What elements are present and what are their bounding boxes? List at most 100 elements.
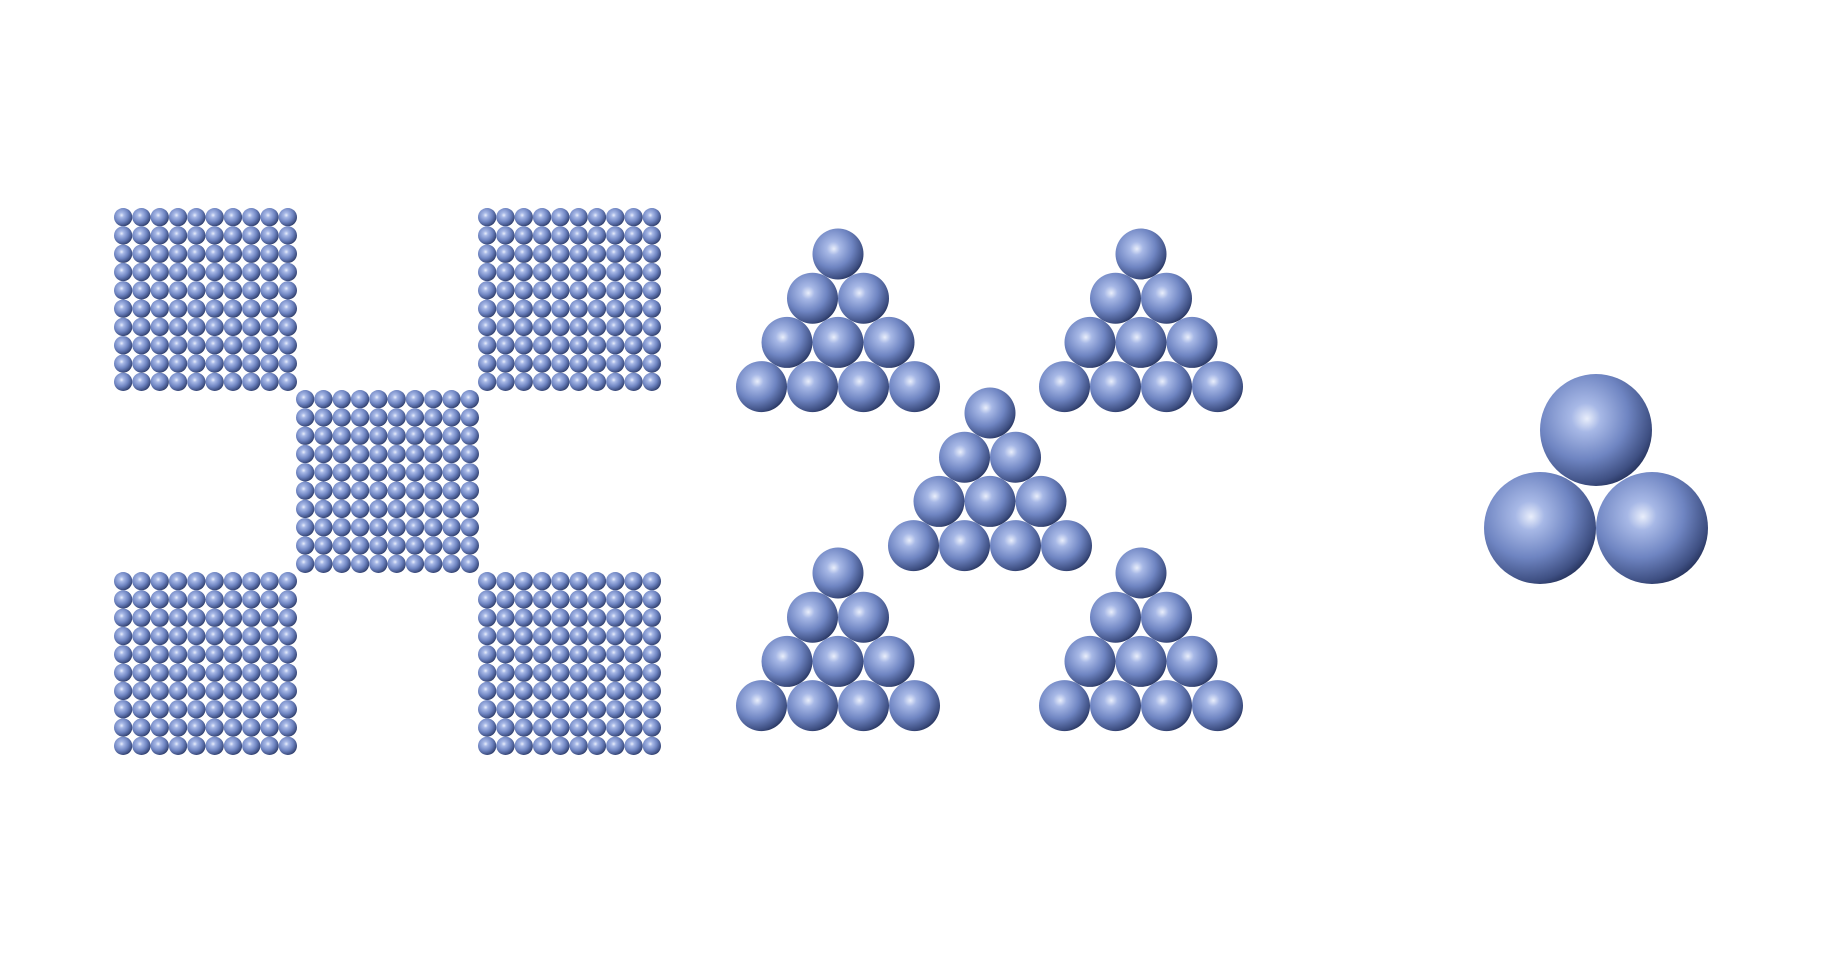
medium-sphere [1090,361,1141,413]
small-sphere [587,281,607,300]
small-sphere [132,700,151,719]
small-sphere [587,208,607,227]
small-sphere [132,572,151,591]
small-sphere [223,244,243,263]
medium-sphere [761,316,813,368]
small-sphere [405,426,425,445]
small-sphere [150,299,169,318]
small-sphere [496,208,515,227]
small-sphere [332,426,351,445]
small-sphere [150,317,169,337]
small-sphere [514,572,533,591]
small-sphere [187,299,206,318]
small-sphere [624,645,643,664]
small-sphere [150,244,169,263]
small-sphere [496,663,515,682]
small-sphere [260,281,279,300]
small-sphere [569,718,588,737]
small-sphere [168,281,188,300]
small-sphere [187,354,206,373]
small-sphere [223,700,243,719]
small-sphere [350,499,370,519]
small-sphere [606,372,625,391]
small-sphere [314,444,333,464]
small-sphere [387,390,406,409]
small-sphere [569,736,588,755]
medium-sphere [787,361,838,413]
small-sphere [114,354,133,373]
small-sphere [587,681,607,701]
small-sphere [514,736,533,755]
small-sphere [205,718,224,737]
small-sphere [569,317,588,337]
medium-sphere [1064,635,1116,687]
small-sphere [551,317,570,337]
small-sphere [405,390,425,409]
small-sphere [587,663,607,682]
small-sphere [478,317,497,337]
small-sphere [296,554,315,573]
small-sphere [442,536,461,555]
small-sphere [114,645,133,664]
small-sphere [496,700,515,719]
small-sphere [514,317,533,337]
small-sphere [150,608,169,627]
small-sphere [642,663,661,682]
small-sphere [296,463,315,482]
small-sphere [350,536,370,555]
small-sphere [551,736,570,755]
small-sphere [132,718,151,737]
small-sphere [114,718,133,737]
large-sphere [1596,472,1708,584]
small-sphere [532,663,552,682]
small-sphere [114,299,133,318]
medium-sphere [1192,361,1243,413]
small-sphere [569,244,588,263]
small-sphere [150,700,169,719]
medium-sphere [1090,591,1141,643]
small-sphere [332,518,351,537]
medium-sphere [736,680,787,732]
small-sphere [150,645,169,664]
small-sphere [150,572,169,591]
small-sphere [205,736,224,755]
small-sphere [114,372,133,391]
small-sphere [569,262,588,282]
small-sphere [442,554,461,573]
small-sphere [405,463,425,482]
small-sphere [242,736,261,755]
small-sphere [168,736,188,755]
small-sphere [496,718,515,737]
small-sphere [242,590,261,609]
small-sphere [187,700,206,719]
small-sphere [624,681,643,701]
small-sphere [514,718,533,737]
small-sphere [350,518,370,537]
small-sphere [278,572,297,591]
small-sphere [168,299,188,318]
small-sphere [350,426,370,445]
small-sphere [168,226,188,245]
small-sphere [223,626,243,646]
small-sphere [132,608,151,627]
small-sphere [132,736,151,755]
small-sphere [606,226,625,245]
small-sphere [314,481,333,500]
small-sphere [587,299,607,318]
small-sphere [114,736,133,755]
small-sphere [278,718,297,737]
small-sphere [350,554,370,573]
small-sphere [132,317,151,337]
medium-sphere [1115,635,1167,687]
small-sphere [532,645,552,664]
small-sphere [278,281,297,300]
medium-sphere [812,228,864,280]
small-sphere [242,208,261,227]
medium-sphere [990,431,1041,483]
small-sphere [442,518,461,537]
small-sphere [132,645,151,664]
small-sphere [532,626,552,646]
small-sphere [205,590,224,609]
small-sphere [587,572,607,591]
small-sphere [587,354,607,373]
